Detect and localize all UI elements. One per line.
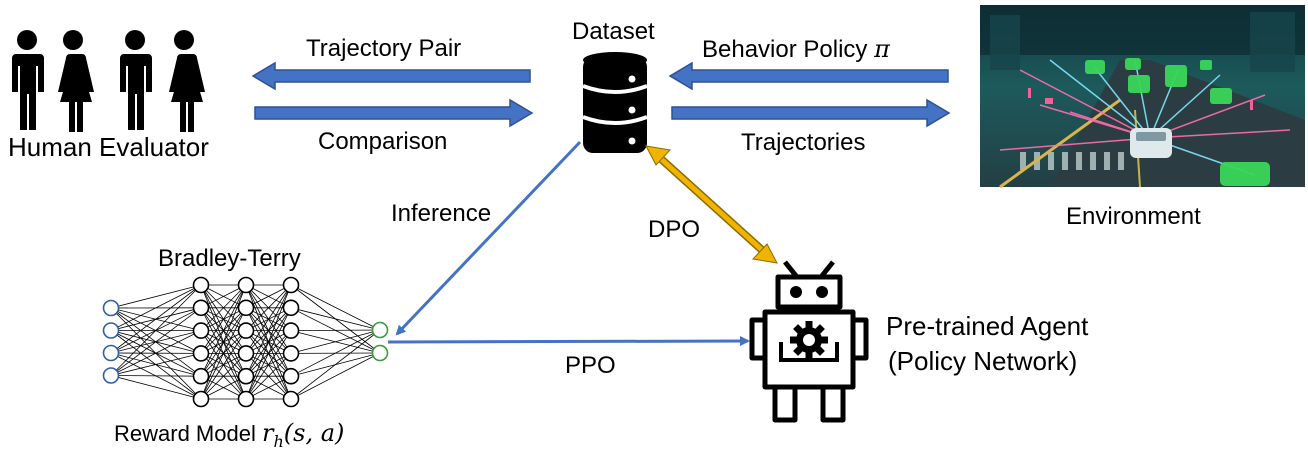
pi-symbol: π — [874, 35, 890, 63]
network-edge — [110, 330, 202, 376]
trajectories-label: Trajectories — [741, 129, 866, 156]
network-edge — [110, 307, 202, 376]
network-edge — [110, 375, 202, 400]
hidden-node — [237, 390, 255, 408]
network-edge — [110, 375, 202, 377]
network-edge — [245, 284, 292, 309]
hidden-node — [192, 276, 210, 294]
hidden-node — [237, 345, 255, 362]
output-node — [371, 321, 389, 339]
input-node — [102, 299, 120, 317]
network-edge — [110, 353, 202, 376]
arrow-comparison — [254, 98, 534, 128]
network-edge — [110, 284, 202, 309]
database-icon — [582, 52, 648, 153]
network-edge — [200, 330, 247, 400]
hidden-node — [282, 367, 300, 385]
trajectory-pair-label: Trajectory Pair — [306, 35, 462, 62]
network-edge — [200, 353, 247, 400]
output-node — [371, 344, 389, 362]
arrow-behavior-policy — [668, 61, 949, 91]
network-edge — [200, 284, 247, 354]
input-node — [102, 322, 120, 339]
hidden-node — [192, 367, 210, 385]
driving-scene-image — [980, 5, 1305, 189]
agent-label-line1: Pre-trained Agent — [886, 311, 1089, 341]
network-edge — [245, 330, 292, 400]
gear-icon — [779, 321, 839, 362]
network-edge — [200, 307, 247, 400]
network-edge — [290, 329, 381, 331]
network-edge — [245, 307, 292, 400]
network-edge — [200, 284, 247, 309]
network-edge — [245, 284, 292, 377]
network-edge — [290, 284, 381, 331]
arrow-dpo — [645, 145, 778, 264]
network-edge — [110, 284, 202, 331]
hidden-node — [192, 322, 210, 339]
hidden-node — [282, 322, 300, 339]
agent-label-line2: (Policy Network) — [888, 346, 1078, 376]
human-evaluator-label: Human Evaluator — [8, 132, 209, 162]
input-node — [102, 344, 120, 362]
network-edge — [200, 284, 247, 331]
network-edge — [110, 284, 202, 376]
hidden-node — [192, 299, 210, 317]
hidden-node — [237, 299, 255, 317]
hidden-node — [237, 322, 255, 339]
dataset-label: Dataset — [572, 18, 655, 45]
network-edge — [245, 284, 292, 354]
input-node — [102, 367, 120, 384]
hidden-node — [237, 367, 255, 385]
environment-label: Environment — [1066, 203, 1201, 230]
network-edge — [200, 284, 247, 377]
neural-network-diagram — [102, 276, 389, 408]
inference-label: Inference — [391, 200, 492, 227]
network-edge — [290, 329, 381, 377]
dpo-label: DPO — [648, 216, 701, 243]
hidden-node — [282, 390, 300, 408]
network-edge — [245, 284, 292, 400]
comparison-label: Comparison — [318, 128, 448, 155]
arrow-trajectories — [671, 98, 951, 128]
network-edge — [200, 284, 247, 400]
network-edge — [200, 375, 247, 400]
reward-model-label: Reward Model rh(s, a) — [114, 419, 345, 451]
network-edge — [245, 284, 292, 331]
arrow-ppo — [387, 336, 750, 347]
arrow-inference — [395, 140, 582, 336]
ppo-label: PPO — [565, 352, 616, 379]
hidden-node — [192, 390, 210, 408]
network-edge — [290, 307, 381, 331]
network-edge — [110, 284, 202, 354]
hidden-node — [282, 299, 300, 317]
hidden-node — [282, 345, 300, 362]
network-edge — [245, 353, 292, 400]
network-edge — [245, 375, 292, 400]
hidden-node — [237, 276, 255, 294]
robot-icon — [749, 260, 869, 423]
arrow-trajectory-pair — [251, 61, 531, 91]
network-edge — [290, 329, 381, 400]
network-edge — [290, 329, 381, 354]
people-icon — [12, 30, 205, 132]
hidden-node — [192, 345, 210, 362]
behavior-policy-label: Behavior Policy π — [702, 35, 890, 63]
bradley-terry-label: Bradley-Terry — [158, 245, 301, 272]
hidden-node — [282, 276, 300, 294]
network-edge — [290, 352, 381, 400]
